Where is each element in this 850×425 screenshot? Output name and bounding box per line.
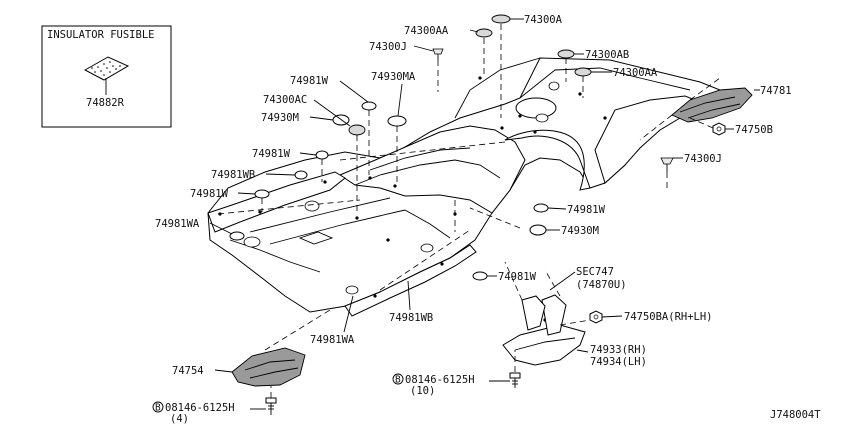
guide-lines — [217, 141, 521, 291]
label-bolt-left: 08146-6125H — [165, 402, 235, 414]
label-74300AA-top: 74300AA — [404, 25, 449, 37]
plug-74930MA — [387, 115, 407, 185]
plug-74930M-b — [529, 224, 547, 236]
label-74930MA: 74930MA — [371, 71, 416, 83]
label-74981W-d: 74981W — [567, 204, 606, 216]
nut-74750B — [689, 117, 726, 136]
callout-labels: 74300AA 74300A 74300J 74300AB 74300AA 74… — [152, 14, 821, 425]
bolt-symbol-center — [392, 373, 404, 385]
plug-74981W-a — [361, 101, 377, 175]
floor-panel — [207, 57, 722, 322]
label-74300A: 74300A — [524, 14, 563, 26]
label-74300AA-right: 74300AA — [613, 67, 658, 79]
label-74750BA: 74750BA(RH+LH) — [624, 311, 713, 323]
label-74934: 74934(LH) — [590, 356, 647, 368]
label-74981W-c: 74981W — [190, 188, 229, 200]
label-bolt-center-qty: (10) — [410, 385, 435, 397]
plug-74981WA-a — [229, 231, 245, 241]
bolt-symbol-left — [152, 401, 164, 413]
label-74750B: 74750B — [735, 124, 773, 136]
label-74930M-a: 74930M — [261, 112, 299, 124]
label-74781: 74781 — [760, 85, 792, 97]
plug-74981WB-a — [294, 170, 308, 180]
label-sec747-sub: (74870U) — [576, 279, 627, 291]
plug-74300AC — [348, 124, 366, 215]
inset-part-number: 74882R — [86, 97, 125, 109]
label-74981WA-b: 74981WA — [310, 334, 355, 346]
label-74981WB-a: 74981WB — [211, 169, 255, 181]
bolt-symbol-center-letter: B — [395, 375, 401, 386]
label-74981W-a: 74981W — [290, 75, 329, 87]
leader-lines — [209, 18, 760, 410]
label-74300AB: 74300AB — [585, 49, 629, 61]
diagram-code: J748004T — [770, 409, 821, 421]
nut-74750BA — [589, 310, 603, 324]
label-74981W-e: 74981W — [498, 271, 537, 283]
spare-tire-well — [515, 97, 557, 119]
bolt-symbol-left-letter: B — [155, 403, 161, 414]
rear-wheelhouse — [504, 129, 591, 191]
plug-74300AA-top — [475, 28, 493, 75]
inset-insulator-fusible: INSULATOR FUSIBLE 74882R — [41, 25, 172, 128]
heat-insulator-74781 — [639, 77, 753, 141]
label-74981WB-b: 74981WB — [389, 312, 433, 324]
label-bolt-left-qty: (4) — [170, 413, 189, 425]
right-sill — [344, 244, 477, 317]
plug-74981W-e — [472, 271, 488, 281]
label-74933: 74933(RH) — [590, 344, 647, 356]
bolt-center-08146 — [509, 350, 521, 388]
label-74930M-b: 74930M — [561, 225, 599, 237]
inset-title: INSULATOR FUSIBLE — [47, 29, 154, 41]
bolt-left-08146 — [265, 386, 277, 415]
heat-insulator-74754 — [231, 309, 331, 387]
label-bolt-center: 08146-6125H — [405, 374, 475, 386]
clip-74300J-right — [660, 157, 674, 190]
insulator-pad-dots — [91, 61, 121, 76]
label-sec747: SEC747 — [576, 266, 614, 278]
label-74300J-right: 74300J — [684, 153, 722, 165]
plug-74300AB — [557, 49, 575, 82]
label-74754: 74754 — [172, 365, 204, 377]
label-74981W-b: 74981W — [252, 148, 291, 160]
label-74981WA-a: 74981WA — [155, 218, 200, 230]
floor-holes — [243, 81, 560, 295]
clip-74300J-top — [432, 48, 444, 92]
bracket-74933-74934 — [502, 261, 591, 366]
center-tunnel — [338, 125, 526, 214]
label-74300J-top: 74300J — [369, 41, 407, 53]
label-74300AC: 74300AC — [263, 94, 307, 106]
plug-74981W-d — [533, 203, 549, 213]
